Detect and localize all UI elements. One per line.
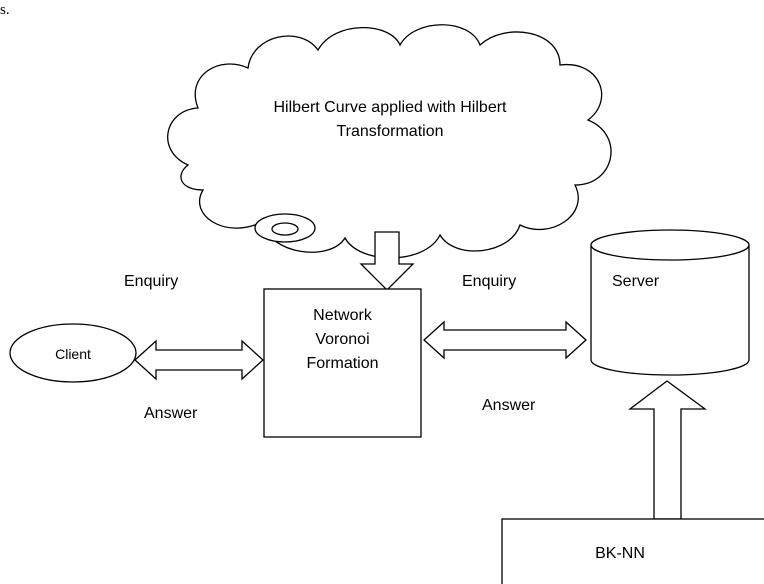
client-answer-label: Answer	[144, 405, 198, 422]
network-label-line2: Voronoi	[315, 331, 370, 348]
client-enquiry-label: Enquiry	[124, 273, 179, 290]
client-node	[9, 323, 137, 383]
cloud-to-network-arrow	[359, 231, 415, 291]
client-label: Client	[55, 346, 91, 362]
network-label-line1: Network	[313, 307, 372, 324]
stray-text: s.	[0, 2, 10, 18]
cloud-text-line1: Hilbert Curve applied with Hilbert	[273, 99, 507, 116]
network-voronoi-label: Network Voronoi Formation	[264, 304, 421, 376]
cloud-shape	[167, 24, 612, 259]
server-answer-label: Answer	[482, 397, 536, 414]
network-label-line3: Formation	[306, 355, 379, 372]
server-cylinder	[590, 245, 750, 376]
cloud-text-line2: Transformation	[336, 123, 444, 140]
cloud-text: Hilbert Curve applied with Hilbert Trans…	[240, 96, 540, 144]
bknn-label: BK-NN	[595, 545, 645, 562]
server-enquiry-label: Enquiry	[462, 273, 517, 290]
client-network-arrow	[134, 339, 264, 381]
server-cylinder-top	[590, 229, 750, 261]
network-server-arrow	[423, 320, 587, 360]
cloud-bubble-inner	[271, 222, 299, 236]
network-voronoi-box	[263, 288, 422, 438]
bknn-to-server-arrow	[628, 380, 707, 520]
server-label: Server	[612, 273, 660, 290]
bknn-box	[501, 518, 764, 584]
